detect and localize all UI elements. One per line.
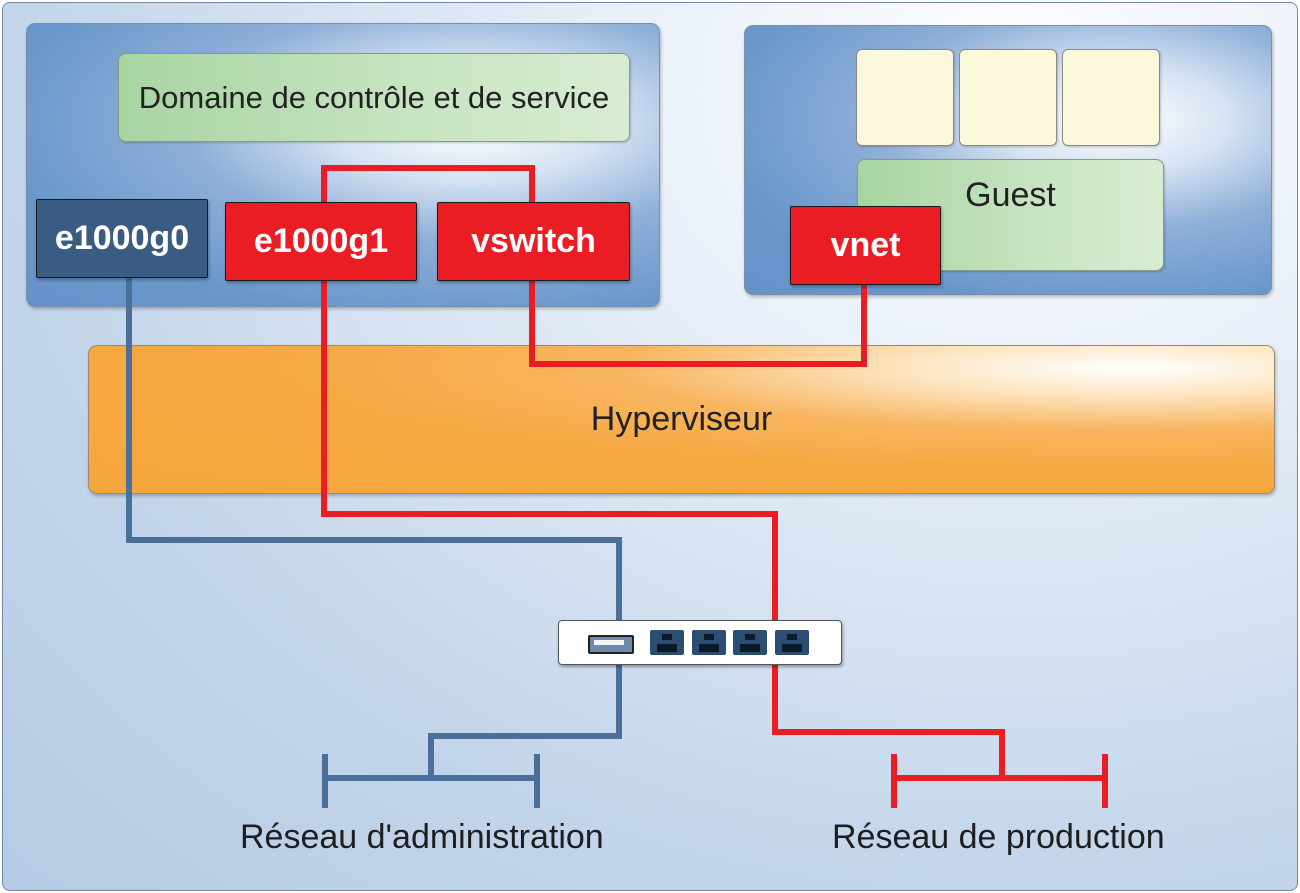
- control-domain-title: Domaine de contrôle et de service: [118, 53, 630, 142]
- cpu-thread-3: [1062, 49, 1160, 146]
- hypervisor-label: Hyperviseur: [590, 400, 773, 438]
- guest-title-text: Guest: [965, 176, 1056, 214]
- usb-port-icon: [588, 635, 634, 654]
- production-network-label: Réseau de production: [832, 818, 1165, 856]
- vswitch-interface: vswitch: [437, 202, 630, 281]
- e1000g1-vswitch-link: [321, 165, 535, 204]
- control-domain-title-text: Domaine de contrôle et de service: [138, 79, 610, 115]
- e1000g1-switch-link: [321, 278, 778, 622]
- network-switch: [558, 620, 842, 665]
- e1000g0-interface: e1000g0: [36, 199, 208, 278]
- ethernet-port-icon: [692, 630, 726, 655]
- vswitch-vnet-link: [529, 278, 867, 367]
- cpu-thread-1: [856, 49, 954, 146]
- e1000g0-switch-link: [126, 278, 622, 622]
- vnet-label: vnet: [830, 226, 901, 264]
- ethernet-port-icon: [650, 630, 684, 655]
- vnet-interface: vnet: [790, 206, 941, 285]
- switch-admin-link: [428, 662, 622, 778]
- ethernet-port-icon: [733, 630, 767, 655]
- e1000g1-interface: e1000g1: [225, 202, 417, 281]
- switch-production-link: [772, 662, 1005, 778]
- hypervisor-layer: Hyperviseur: [88, 345, 1275, 494]
- e1000g0-label: e1000g0: [54, 219, 190, 257]
- admin-network-label: Réseau d'administration: [240, 818, 604, 856]
- ethernet-port-icon: [775, 630, 809, 655]
- vswitch-label: vswitch: [471, 222, 596, 260]
- e1000g1-label: e1000g1: [253, 222, 389, 260]
- cpu-thread-2: [959, 49, 1057, 146]
